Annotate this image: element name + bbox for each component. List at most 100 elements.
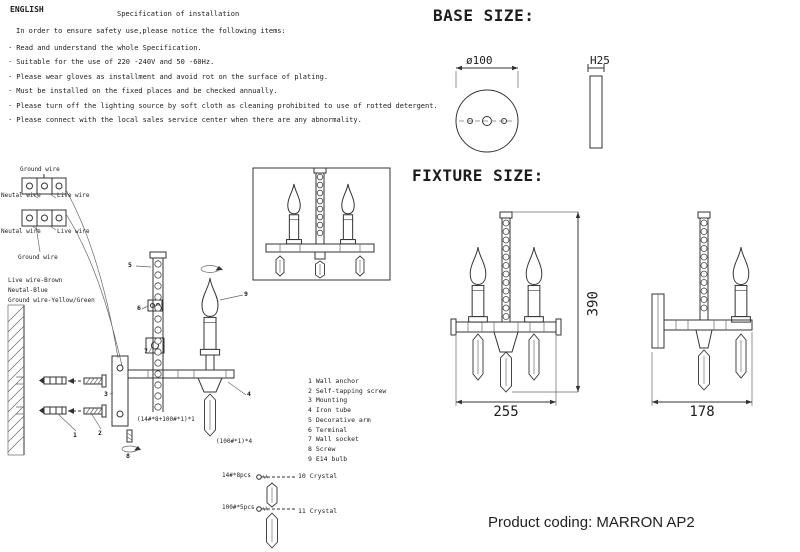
callout-6: 6 xyxy=(137,304,141,312)
parts-item: 8 Screw xyxy=(308,445,386,455)
part-num: 8 xyxy=(308,444,312,453)
part-num: 4 xyxy=(308,406,312,415)
parts-item: 6 Terminal xyxy=(308,426,386,436)
callout-5: 5 xyxy=(128,261,132,269)
callout-leader-lines xyxy=(57,265,247,432)
note-arm-screws: (100#*1)*4 xyxy=(216,438,253,445)
wire-label-ground-top: Ground wire xyxy=(20,166,60,173)
safety-item: ·Must be installed on the fixed places a… xyxy=(8,84,438,98)
parts-item: 4 Iron tube xyxy=(308,406,386,416)
safety-item: ·Read and understand the whole Specifica… xyxy=(8,41,438,55)
rotate-arrow-top-icon xyxy=(200,265,223,273)
note-mounting-screws: (14#*8+100#*1)*1 xyxy=(137,416,195,423)
inset-pendant xyxy=(275,255,285,277)
part-label: Self-tapping screw xyxy=(315,386,387,395)
front-beads xyxy=(502,219,510,320)
spec-title: Specification of installation xyxy=(117,10,240,18)
mounting-plate-drawing xyxy=(111,355,129,427)
safety-item-text: Please turn off the lighting source by s… xyxy=(16,101,438,110)
language-label: ENGLISH xyxy=(10,5,44,14)
parts-item: 7 Wall socket xyxy=(308,435,386,445)
assembly-pendant-crystal xyxy=(204,393,216,437)
safety-intro: In order to ensure safety use,please not… xyxy=(16,27,286,35)
safety-item: ·Please turn off the lighting source by … xyxy=(8,99,438,113)
crystal-qty-11: 100#*5pcs xyxy=(222,504,255,511)
safety-item: ·Please connect with the local sales ser… xyxy=(8,113,438,127)
part-label: Mounting xyxy=(315,396,348,405)
part-label: Decorative arm xyxy=(315,415,371,424)
product-coding-label: Product coding: xyxy=(488,514,593,531)
part-num: 3 xyxy=(308,396,312,405)
fixture-depth-label: 178 xyxy=(689,404,715,420)
parts-item: 5 Decorative arm xyxy=(308,416,386,426)
bullet: · xyxy=(8,101,13,110)
crystal-qty-10: 14#*8pcs xyxy=(222,472,251,479)
parts-list: 1 Wall anchor 2 Self-tapping screw 3 Mou… xyxy=(308,377,386,464)
crystal-row-10-drawing xyxy=(256,474,296,508)
bullet: · xyxy=(8,58,13,67)
bullet: · xyxy=(8,116,13,125)
bullet: · xyxy=(8,72,13,81)
parts-item: 2 Self-tapping screw xyxy=(308,387,386,397)
bullet: · xyxy=(8,87,13,96)
arm-beads xyxy=(154,260,162,411)
side-pendant xyxy=(735,333,747,379)
part-num: 9 xyxy=(308,454,312,463)
wire-legend-neutral: Neutal-Blue xyxy=(8,287,48,294)
safety-item-text: Must be installed on the fixed places an… xyxy=(16,87,278,96)
base-size-heading: BASE SIZE: xyxy=(433,6,535,25)
inset-detail-drawing xyxy=(252,167,391,281)
front-pendant xyxy=(500,351,512,393)
part-num: 1 xyxy=(308,377,312,385)
side-beads xyxy=(700,219,708,312)
wall-drawing xyxy=(7,304,25,456)
base-size-drawing xyxy=(455,64,605,153)
part-num: 10 xyxy=(298,472,306,480)
crystal-row-11-drawing xyxy=(256,506,296,549)
crystal-11-shape xyxy=(266,512,278,549)
safety-item-text: Please wear gloves as installment and av… xyxy=(16,72,329,81)
fixture-front-drawing xyxy=(450,211,581,406)
part-num: 11 xyxy=(298,507,306,515)
parts-item: 9 E14 bulb xyxy=(308,455,386,465)
fasteners-drawing xyxy=(39,374,107,418)
wire-legend-ground: Ground wire-Yellow/Green xyxy=(8,297,95,304)
part-num: 2 xyxy=(308,386,312,395)
side-pendant xyxy=(698,349,710,391)
bullet: · xyxy=(8,44,13,52)
safety-item: ·Suitable for the use of 220 -240V and 5… xyxy=(8,55,438,69)
fixture-height-label: 390 xyxy=(585,291,602,317)
safety-item-text: Read and understand the whole Specificat… xyxy=(16,44,202,52)
wire-label-live-1: Live wire xyxy=(57,192,90,199)
product-coding-value: MARRON AP2 xyxy=(596,514,695,531)
parts-item: 3 Mounting xyxy=(308,396,386,406)
wire-label-neutral-2: Neutal wire xyxy=(1,228,41,235)
candle-bulb-drawing xyxy=(199,277,221,356)
callout-2: 2 xyxy=(98,429,102,437)
front-pendant xyxy=(528,333,540,381)
inset-beads xyxy=(316,173,324,237)
callout-3: 3 xyxy=(104,390,108,398)
fixture-width-label: 255 xyxy=(493,404,519,420)
front-candle-left xyxy=(468,246,488,323)
callout-4: 4 xyxy=(247,390,251,398)
inset-candle-right xyxy=(340,183,356,245)
fixture-size-heading: FIXTURE SIZE: xyxy=(412,166,544,185)
fixture-side-drawing xyxy=(651,211,753,406)
callout-8: 8 xyxy=(126,452,130,460)
wire-legend-live: Live wire-Brown xyxy=(8,277,63,284)
wire-label-live-2: Live wire xyxy=(57,228,90,235)
front-candle-right xyxy=(524,246,544,323)
side-candle xyxy=(731,246,751,323)
part-num: 5 xyxy=(308,415,312,424)
parts-item-10: 10 Crystal xyxy=(298,472,337,480)
safety-item-text: Suitable for the use of 220 -240V and 50… xyxy=(16,58,215,67)
base-height-label: H25 xyxy=(590,54,610,67)
wiring-connector-drawing xyxy=(21,174,123,367)
product-coding: Product coding: MARRON AP2 xyxy=(488,514,695,533)
part-label: Iron tube xyxy=(315,406,352,415)
part-label: Crystal xyxy=(309,507,338,515)
screw8-drawing xyxy=(126,429,133,443)
